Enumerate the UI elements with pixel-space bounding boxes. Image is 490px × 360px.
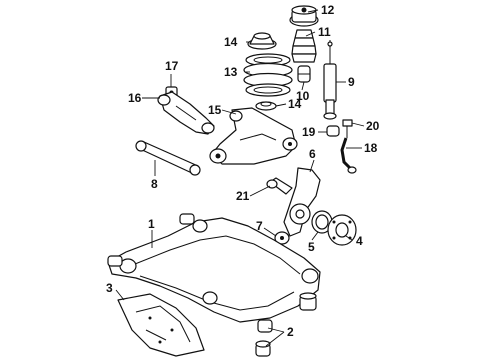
wheel-bearing-part xyxy=(311,210,333,234)
stabilizer-bushing-part xyxy=(326,125,340,137)
upper-control-arm-part xyxy=(157,91,215,135)
callout-4: 4 xyxy=(356,234,363,248)
callout-11: 11 xyxy=(318,25,331,39)
stabilizer-bar-part xyxy=(340,137,357,174)
callout-19: 19 xyxy=(302,125,316,139)
toe-link-part xyxy=(266,177,293,195)
callout-6: 6 xyxy=(309,147,316,161)
knuckle-bushing-part xyxy=(274,231,290,245)
callout-8: 8 xyxy=(151,177,158,191)
callout-7: 7 xyxy=(256,219,263,233)
callout-20: 20 xyxy=(366,119,380,133)
lower-control-arm-part xyxy=(209,107,298,165)
callout-15: 15 xyxy=(208,103,222,117)
hub-part xyxy=(327,214,357,246)
callout-13: 13 xyxy=(224,65,238,79)
upper-mount-part xyxy=(289,5,319,27)
bump-stop-part xyxy=(297,65,311,83)
callout-3: 3 xyxy=(106,281,113,295)
callout-10: 10 xyxy=(296,89,310,103)
coil-spring-part xyxy=(243,53,293,97)
callout-17: 17 xyxy=(165,59,179,73)
callout-12: 12 xyxy=(321,3,335,17)
callout-5: 5 xyxy=(308,240,315,254)
callout-9: 9 xyxy=(348,75,355,89)
callouts: 12 11 14 13 10 9 14 17 16 15 19 20 18 8 … xyxy=(106,3,380,339)
lower-spring-pad-part xyxy=(255,101,277,111)
shock-absorber-part xyxy=(323,40,337,120)
skid-plate-part xyxy=(117,293,205,357)
callout-16: 16 xyxy=(128,91,142,105)
knuckle-part xyxy=(283,167,321,237)
subframe-mount-part xyxy=(255,292,317,357)
upper-spring-seat-part xyxy=(247,32,277,50)
callout-21: 21 xyxy=(236,189,250,203)
stabilizer-link-part xyxy=(342,119,353,138)
leader-lines xyxy=(115,9,365,347)
callout-1: 1 xyxy=(148,217,155,231)
callout-14-lower: 14 xyxy=(288,97,302,111)
callout-14-upper: 14 xyxy=(224,35,238,49)
callout-2: 2 xyxy=(287,325,294,339)
subframe-part xyxy=(107,213,321,323)
dust-boot-part xyxy=(291,29,317,63)
callout-18: 18 xyxy=(364,141,378,155)
trailing-link-part xyxy=(135,140,201,176)
